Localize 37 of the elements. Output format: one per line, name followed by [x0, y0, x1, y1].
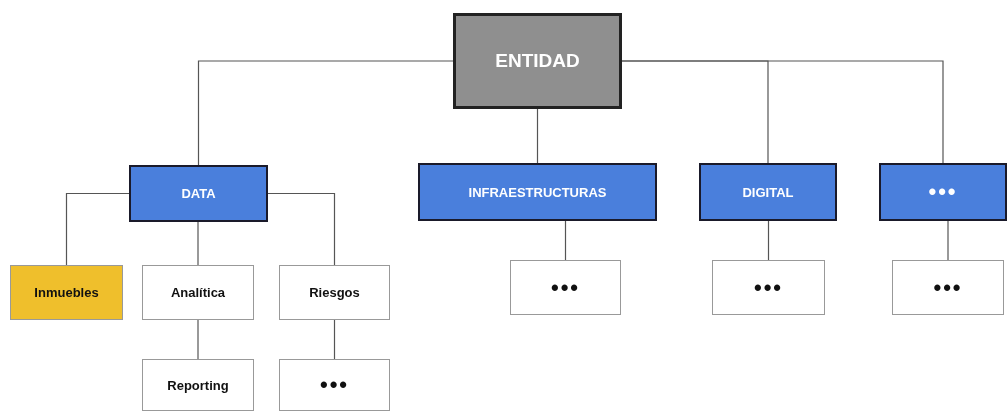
connector-line: [197, 60, 454, 166]
node-label: Inmuebles: [34, 285, 99, 300]
node-label: ENTIDAD: [495, 50, 580, 72]
category-box: [418, 163, 657, 221]
connector-line: [197, 221, 199, 266]
leaf-box: [892, 260, 1004, 315]
leaf-box: [712, 260, 825, 315]
highlighted-box: [10, 265, 123, 320]
node-label: Riesgos: [309, 285, 360, 300]
node-label: DIGITAL: [742, 184, 794, 200]
root-box: [453, 13, 622, 109]
category-box: [129, 165, 268, 222]
node-label: •••: [933, 274, 963, 301]
node-label: Analítica: [170, 285, 226, 300]
leaf-box: [142, 265, 254, 320]
node-label: •••: [550, 274, 581, 301]
category-box: [699, 163, 837, 221]
node-label: •••: [928, 179, 958, 205]
node-label: INFRAESTRUCTURAS: [468, 184, 607, 200]
connector-line: [564, 220, 567, 261]
category-box: [879, 163, 1007, 221]
node-label: DATA: [181, 186, 216, 201]
connector-line: [197, 319, 199, 360]
connector-line: [536, 108, 539, 164]
connector-line: [267, 192, 336, 266]
connector-line: [947, 220, 949, 261]
leaf-box: [279, 265, 390, 320]
connector-line: [621, 60, 944, 164]
leaf-box: [279, 359, 390, 411]
node-label: •••: [753, 274, 784, 301]
leaf-box: [510, 260, 621, 315]
connector-line: [65, 192, 130, 266]
connector-line: [767, 220, 770, 261]
node-label: Reporting: [167, 377, 229, 393]
connector-line: [333, 319, 336, 360]
leaf-box: [142, 359, 254, 411]
node-label: •••: [319, 372, 350, 398]
